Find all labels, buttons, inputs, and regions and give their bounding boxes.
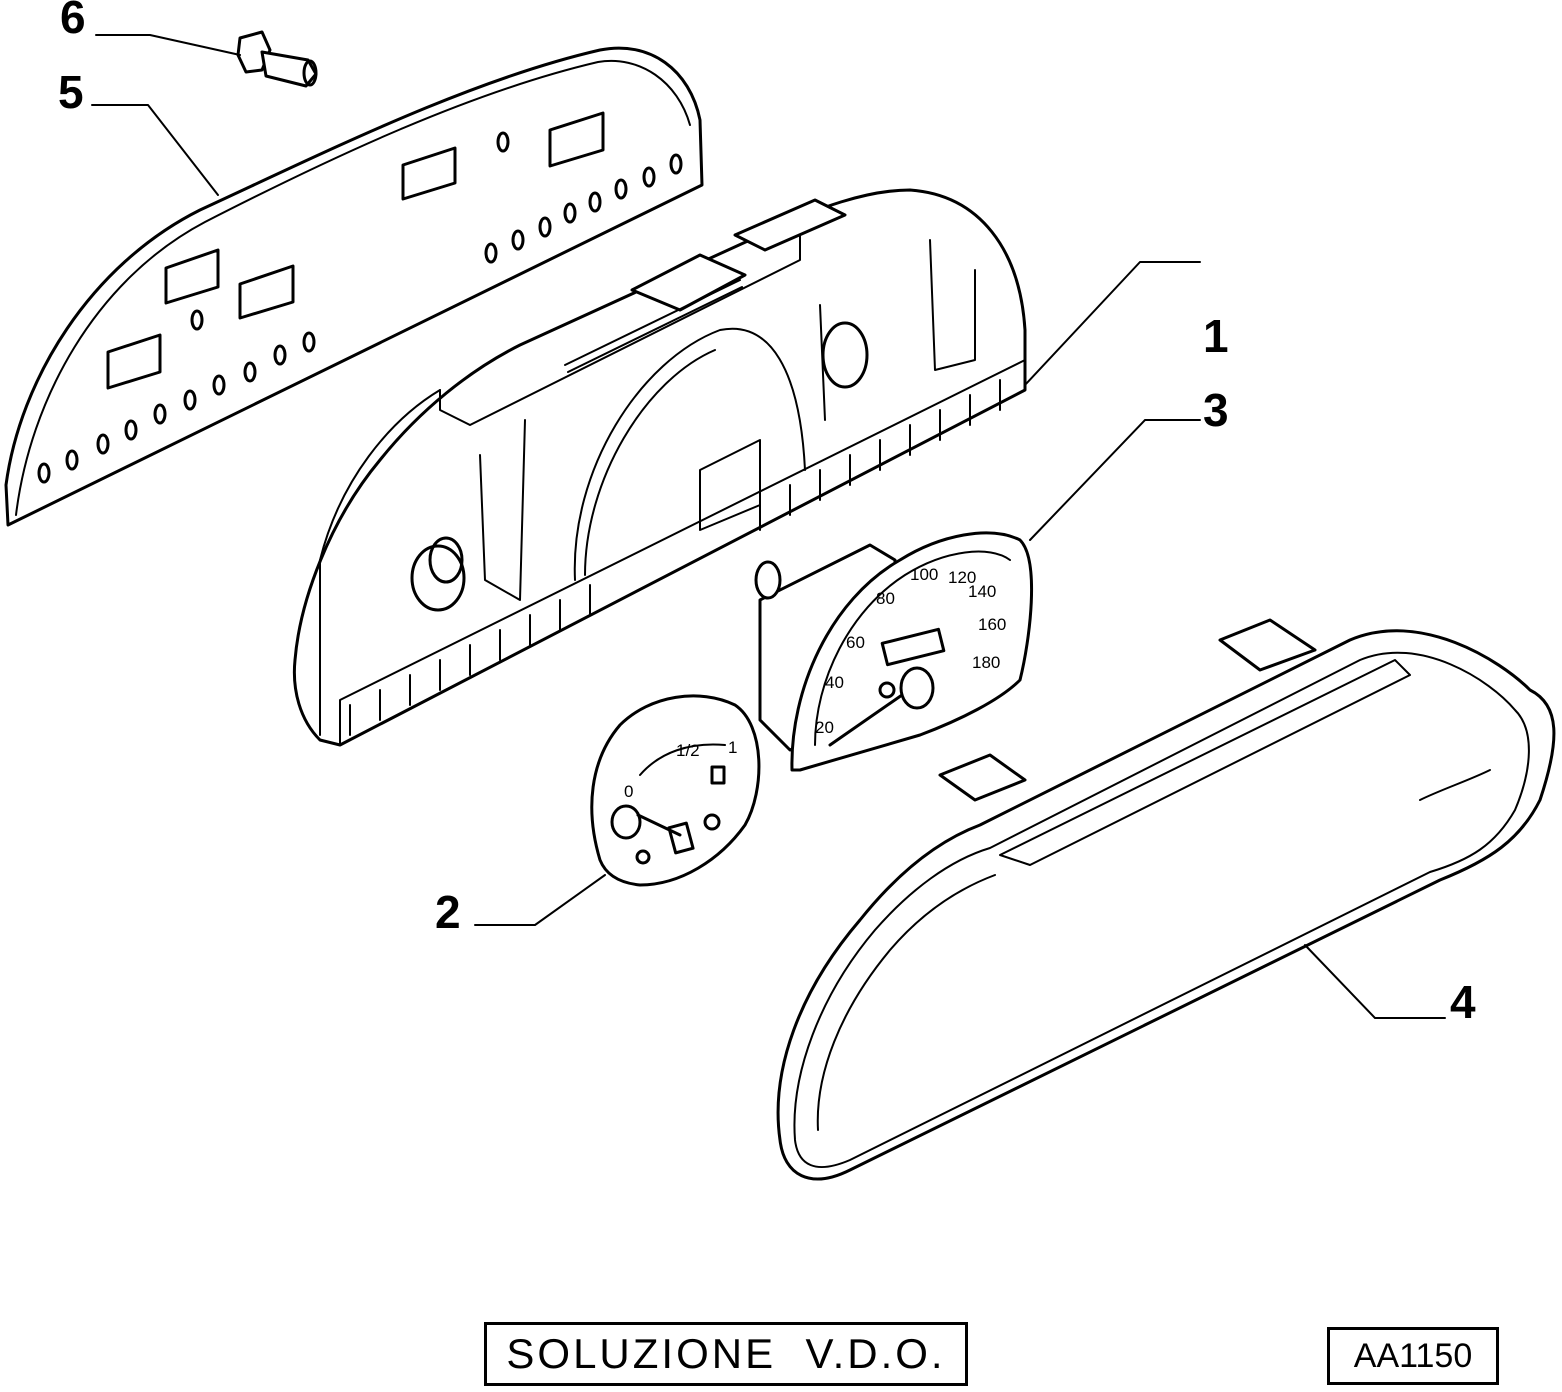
speedometer-scale: 20 40 60 80 100 120 140 160 180: [815, 565, 1006, 737]
speed-160: 160: [978, 615, 1006, 634]
speed-60: 60: [846, 633, 865, 652]
callout-6: 6: [60, 0, 86, 43]
speed-80: 80: [876, 589, 895, 608]
part-2-fuel-gauge: 0 1/2 1: [590, 694, 761, 887]
fuel-gauge-marks: 0 1/2 1: [624, 738, 737, 801]
part-5-back-panel: [4, 46, 704, 527]
housing-ribs: [349, 379, 1001, 736]
part-4-lens-bezel: [776, 618, 1556, 1181]
leader-lines: [91, 34, 1446, 1019]
speed-40: 40: [825, 673, 844, 692]
fuel-half-mark: 1/2: [676, 741, 700, 760]
caption-title: SOLUZIONE V.D.O.: [506, 1330, 946, 1377]
speed-140: 140: [968, 582, 996, 601]
callout-numbers: 6 5 1 3 2 4: [58, 0, 1476, 1028]
panel-bulb-holes: [37, 131, 683, 484]
callout-4: 4: [1450, 976, 1476, 1028]
callout-5: 5: [58, 66, 84, 118]
part-6-bulb: [236, 30, 318, 88]
callout-1: 1: [1203, 310, 1229, 362]
speed-20: 20: [815, 718, 834, 737]
drawing-code: AA1150: [1353, 1336, 1473, 1375]
fuel-full-mark: 1: [728, 738, 737, 757]
callout-3: 3: [1203, 384, 1229, 436]
speed-120: 120: [948, 568, 976, 587]
panel-windows: [106, 111, 605, 390]
caption-code-box: AA1150: [1327, 1327, 1499, 1385]
fuel-empty-mark: 0: [624, 782, 633, 801]
speed-100: 100: [910, 565, 938, 584]
part-1-housing: [292, 188, 1027, 747]
callout-2: 2: [435, 886, 461, 938]
speed-180: 180: [972, 653, 1000, 672]
caption-title-box: SOLUZIONE V.D.O.: [484, 1322, 968, 1386]
part-3-speedometer: 20 40 60 80 100 120 140 160 180: [754, 531, 1033, 772]
